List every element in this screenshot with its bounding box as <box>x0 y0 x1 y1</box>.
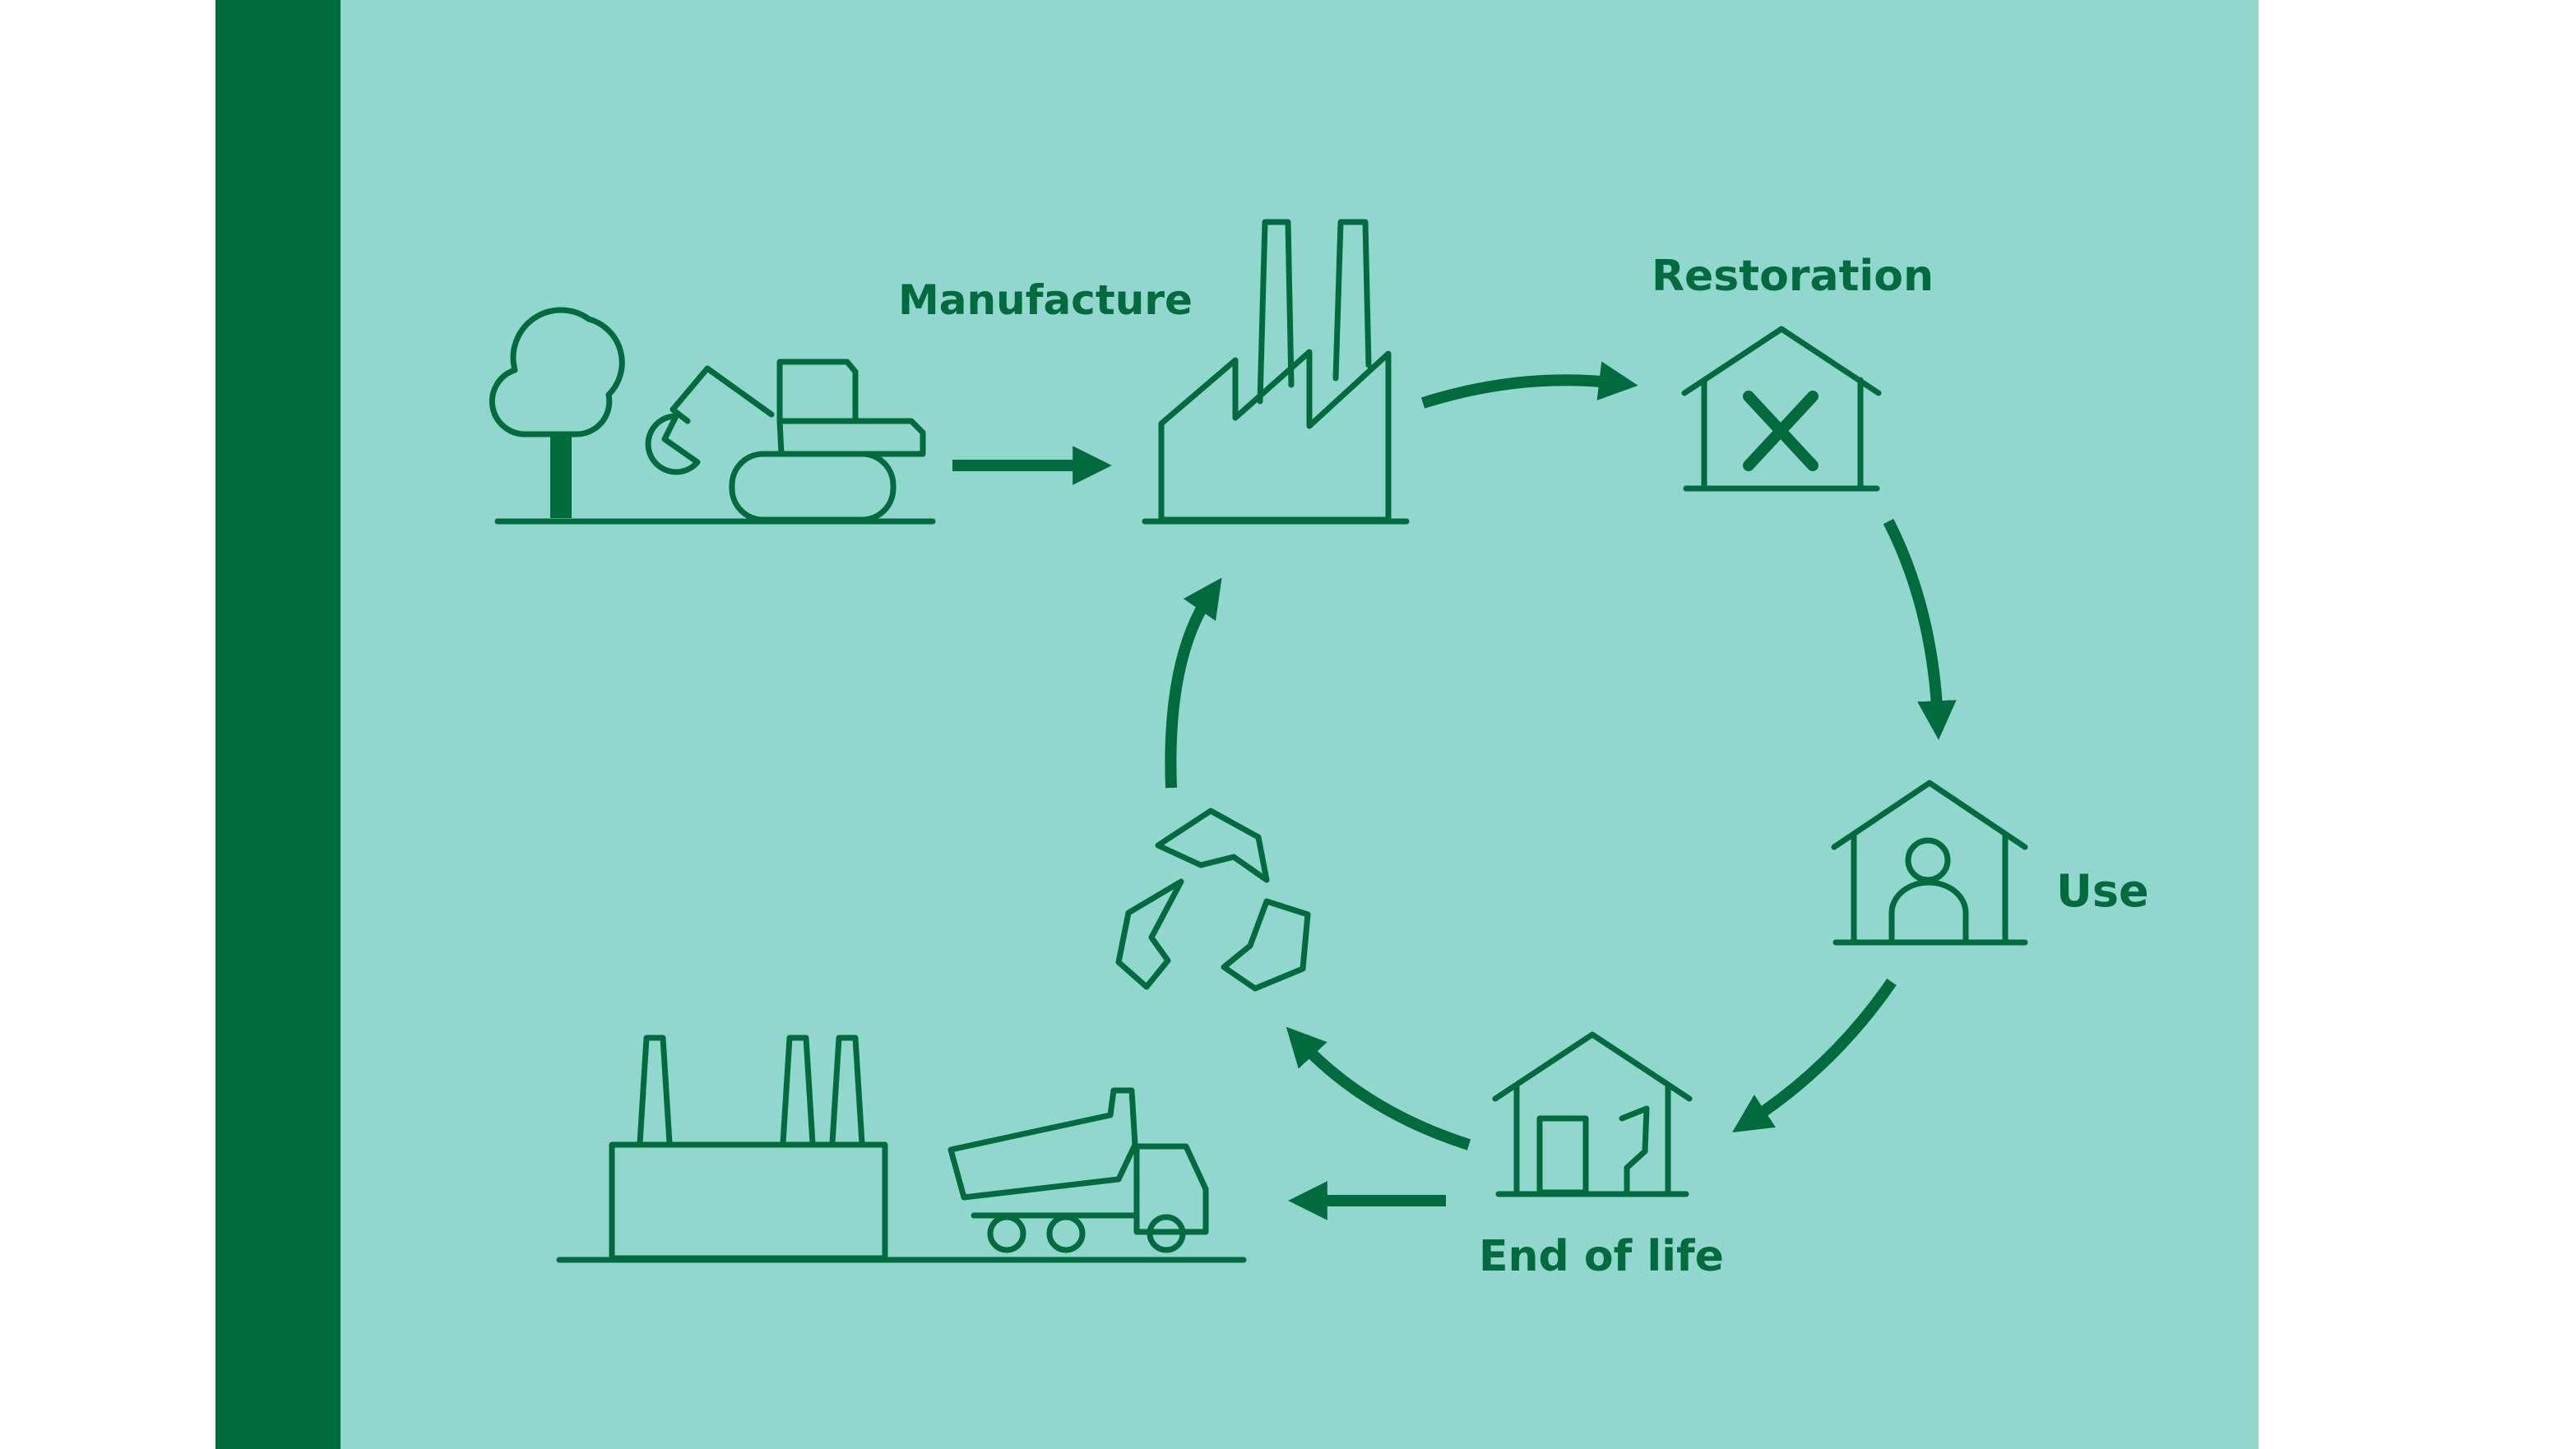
recycle-icon <box>1115 808 1311 992</box>
restoration-label: Restoration <box>1652 252 1934 301</box>
accent-stripe <box>215 0 341 1449</box>
excavator-icon <box>494 359 936 525</box>
end-of-life-label: End of life <box>1479 1232 1724 1281</box>
manufacture-label: Manufacture <box>898 276 1193 324</box>
occupied-house-icon <box>1831 780 2028 946</box>
factory-icon <box>1142 219 1410 525</box>
arrow-to-use <box>1883 518 1957 740</box>
repair-house-icon <box>1681 326 1882 492</box>
arrow-to-manufacture <box>1165 577 1222 789</box>
arrow-to-end-of-life <box>1732 979 1897 1133</box>
arrow-to-restoration <box>1420 361 1638 409</box>
demolition-factory-icon <box>556 1035 1247 1263</box>
dump-truck-icon <box>947 1087 1209 1253</box>
flow-arrows <box>952 361 1957 1220</box>
arrow-to-recycle <box>1286 1026 1471 1150</box>
tree-icon <box>489 307 625 518</box>
damaged-house-icon <box>1492 1031 1693 1197</box>
use-label: Use <box>2056 865 2149 917</box>
